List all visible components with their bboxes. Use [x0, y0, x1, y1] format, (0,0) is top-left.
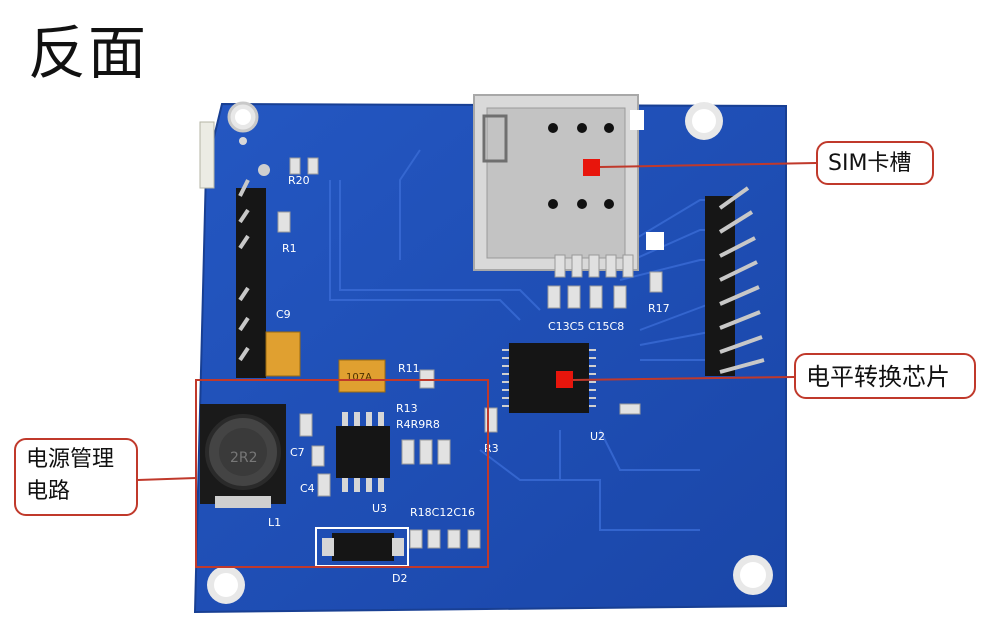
callout-power-line2: 电路 — [26, 479, 71, 504]
pin-header-left — [236, 179, 266, 378]
silk-bottom-row: R18C12C16 — [410, 506, 475, 519]
sim-card-slot — [473, 94, 664, 278]
regulator-u3 — [336, 412, 390, 492]
inductor-label: 2R2 — [230, 450, 258, 466]
tantalum-cap-c9 — [265, 331, 301, 377]
silk-r13: R13 — [396, 402, 418, 415]
silk-r11: R11 — [398, 362, 420, 375]
callout-level-shifter: 电平转换芯片 — [794, 353, 976, 399]
silk-u3: U3 — [372, 502, 387, 515]
silk-c4: C4 — [300, 482, 315, 495]
edge-connector — [199, 121, 215, 189]
callout-power-circuit: 电源管理 电路 — [14, 438, 138, 516]
silk-r17: R17 — [648, 302, 670, 315]
silk-r1: R1 — [282, 242, 297, 255]
silk-c7: C7 — [290, 446, 305, 459]
power-circuit-highlight-box — [195, 379, 489, 568]
callout-power-line1: 电源管理 — [26, 447, 115, 472]
silk-r20: R20 — [288, 174, 310, 187]
level-shifter-marker — [556, 371, 573, 388]
diode-d2 — [315, 527, 409, 567]
page-title: 反面 — [28, 19, 149, 87]
power-callout-line — [137, 477, 197, 481]
silk-c9: C9 — [276, 308, 291, 321]
callout-level-label: 电平转换芯片 — [806, 363, 950, 391]
silk-r4r8: R4R9R8 — [396, 418, 440, 431]
sim-slot-marker — [583, 159, 600, 176]
tantalum-cap-label: 107A — [346, 372, 372, 383]
passive-components — [277, 157, 663, 549]
level-shifter-chip — [502, 343, 596, 413]
level-callout-line — [572, 376, 795, 381]
pin-header-right — [705, 186, 765, 376]
callout-sim-slot: SIM卡槽 — [816, 141, 934, 185]
silk-caps-row: C13C5 C15C8 — [548, 320, 624, 333]
sim-callout-line — [599, 162, 817, 168]
tantalum-cap-107a — [338, 359, 386, 393]
mounting-holes — [207, 101, 773, 604]
silk-u2: U2 — [590, 430, 605, 443]
silk-r3: R3 — [484, 442, 499, 455]
silk-l1: L1 — [268, 516, 281, 529]
callout-sim-label: SIM卡槽 — [828, 151, 912, 176]
inductor-l1 — [200, 404, 286, 508]
silk-d2: D2 — [392, 572, 407, 585]
